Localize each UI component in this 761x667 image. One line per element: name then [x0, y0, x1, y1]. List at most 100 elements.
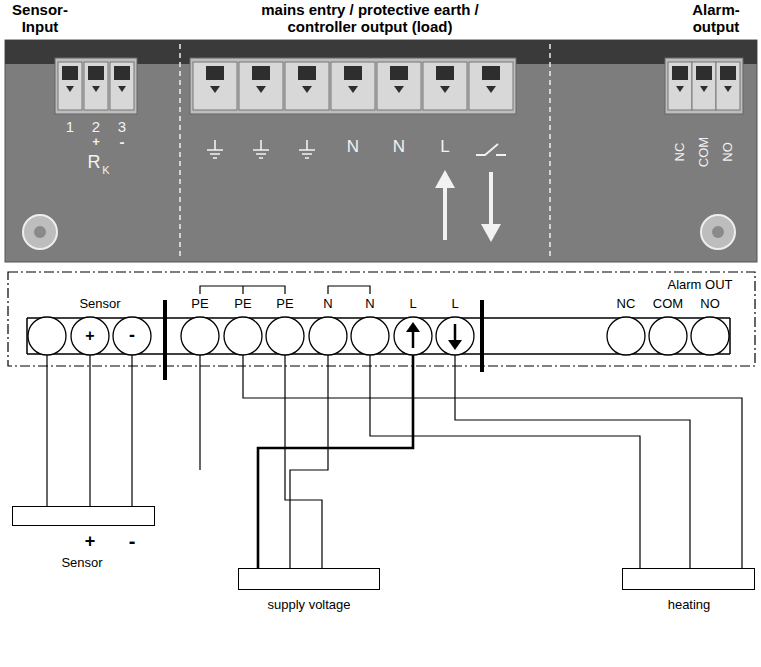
wire	[290, 355, 328, 568]
terminal-circle	[224, 317, 262, 355]
dashed-divider	[179, 44, 181, 258]
box-label: supply voltage	[267, 598, 350, 612]
polarity-mark: +	[85, 327, 94, 345]
screw-terminal	[692, 62, 716, 110]
terminal-circle	[351, 317, 389, 355]
box-label: heating	[668, 598, 711, 612]
terminal-circle	[649, 317, 687, 355]
wire	[258, 355, 413, 568]
ground-symbol	[207, 140, 223, 158]
terminal-circle	[691, 317, 729, 355]
terminal-circle	[71, 317, 109, 355]
pin-name: NO	[721, 142, 735, 162]
box-outline	[622, 568, 755, 590]
connector-housing	[55, 58, 137, 114]
screw-terminal	[239, 62, 283, 110]
pin-name: L	[440, 138, 449, 157]
pin-name: N	[347, 138, 359, 157]
screw-terminal	[423, 62, 467, 110]
wires	[47, 355, 742, 568]
bridge-bracket	[200, 286, 285, 294]
connector-housing	[665, 58, 743, 114]
terminal-circle	[309, 317, 347, 355]
photo-background	[5, 40, 757, 262]
sensor-type: R	[88, 153, 101, 173]
terminal-circle	[607, 317, 645, 355]
arrow-down	[489, 172, 493, 228]
terminal-circle	[113, 317, 151, 355]
housing-outline	[8, 272, 755, 366]
terminal-strip	[27, 318, 730, 354]
box-outline	[12, 506, 155, 526]
mounting-hole	[712, 226, 724, 238]
screw-terminal	[285, 62, 329, 110]
group-label: Alarm OUT	[668, 278, 733, 292]
box-outline	[238, 568, 380, 590]
bridge-bracket	[328, 286, 370, 294]
group-label: Sensor	[79, 297, 120, 311]
group-separator	[480, 300, 484, 372]
pin-number: 2	[92, 119, 100, 136]
sensor-type: K	[102, 164, 109, 176]
load-box: heating	[622, 568, 755, 615]
screw-terminal	[331, 62, 375, 110]
supply-box: supply voltage	[238, 568, 380, 615]
dashed-divider	[549, 44, 551, 258]
arrow-up	[406, 322, 420, 332]
screw-terminal	[377, 62, 421, 110]
pin-name: L	[409, 297, 416, 311]
pin-name: N	[393, 138, 405, 157]
screw-terminal	[469, 62, 513, 110]
box-label: Sensor	[61, 556, 102, 570]
mounting-hole	[701, 215, 735, 249]
wire	[46, 355, 47, 506]
sensor-box: + - Sensor	[12, 506, 155, 573]
screw-terminal	[110, 62, 134, 110]
header-label: Sensor- Input	[7, 2, 73, 35]
group-separator	[163, 300, 167, 380]
wire	[89, 355, 90, 506]
pin-name: PE	[234, 297, 251, 311]
header-label: Alarm- output	[682, 2, 750, 35]
pin-number: 1	[66, 119, 74, 136]
screw-terminal	[716, 62, 740, 110]
pin-name: NO	[700, 297, 720, 311]
screw-terminal	[193, 62, 237, 110]
header-label: mains entry / protective earth / control…	[239, 2, 501, 35]
terminal-circle	[436, 317, 474, 355]
wire	[243, 355, 742, 568]
pin-name: COM	[653, 297, 683, 311]
wire	[131, 355, 132, 506]
pin-name: L	[451, 297, 458, 311]
terminal-circle	[28, 317, 66, 355]
pin-name: PE	[276, 297, 293, 311]
pin-name: N	[365, 297, 374, 311]
box-label: -	[129, 530, 136, 552]
connector-housing	[190, 58, 516, 114]
terminal-circle	[394, 317, 432, 355]
pin-name: NC	[673, 143, 687, 162]
switch-symbol	[476, 144, 506, 155]
terminal-circles	[28, 317, 729, 355]
screw-terminal	[84, 62, 108, 110]
polarity-mark: -	[129, 326, 135, 346]
mounting-hole	[34, 226, 46, 238]
pin-name: N	[323, 297, 332, 311]
box-label: +	[85, 532, 96, 552]
terminal-circle	[181, 317, 219, 355]
polarity-mark: +	[92, 135, 100, 149]
arrow-down	[448, 340, 462, 350]
arrow-up	[435, 170, 455, 188]
ground-symbol	[253, 140, 269, 158]
pin-name: COM	[697, 137, 711, 167]
arrow-up	[412, 330, 415, 348]
pin-name: NC	[617, 297, 636, 311]
mounting-hole	[23, 215, 57, 249]
arrow-up	[443, 184, 447, 240]
polarity-mark: -	[120, 134, 125, 151]
wire	[199, 355, 200, 470]
arrow-down	[454, 324, 457, 342]
screw-terminal	[58, 62, 82, 110]
